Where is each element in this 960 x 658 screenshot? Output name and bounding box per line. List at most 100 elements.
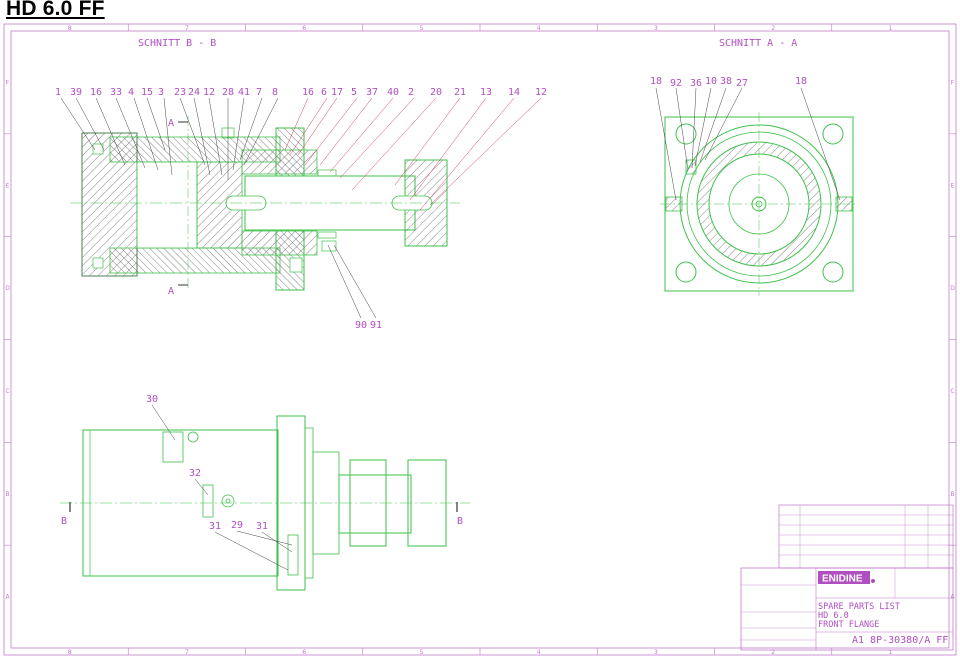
frame-col-label-top: 8 bbox=[68, 25, 72, 32]
callout-label: 32 bbox=[189, 468, 201, 479]
frame-col-label-bottom: 8 bbox=[68, 649, 72, 656]
callout-leader bbox=[333, 244, 377, 319]
callout-leader bbox=[429, 97, 542, 206]
section-a-leaders bbox=[655, 87, 841, 201]
frame-row-label-left: A bbox=[5, 594, 10, 601]
callout-label: 15 bbox=[141, 87, 153, 98]
callout-label: 18 bbox=[650, 76, 662, 87]
callout-leader bbox=[327, 244, 362, 319]
callout-leader bbox=[304, 97, 358, 166]
callout-label: 23 bbox=[174, 87, 186, 98]
callout-leader bbox=[800, 87, 841, 201]
callout-leader bbox=[146, 97, 166, 151]
callout-leader bbox=[75, 97, 105, 151]
callout-label: 33 bbox=[110, 87, 122, 98]
frame-col-label-top: 3 bbox=[654, 25, 658, 32]
side-view: B B 30 32 31 29 31 bbox=[60, 394, 470, 591]
cut-label-b-left: B bbox=[61, 516, 67, 527]
callout-label: 2 bbox=[408, 87, 414, 98]
callout-leader bbox=[289, 97, 328, 156]
callout-label: 92 bbox=[670, 78, 682, 89]
callout-label: 37 bbox=[366, 87, 378, 98]
frame-row-label-left: D bbox=[5, 285, 10, 292]
frame-col-label-bottom: 1 bbox=[888, 649, 892, 656]
callout-leader bbox=[243, 97, 279, 166]
callout-label: 38 bbox=[720, 76, 732, 87]
side-view-leaders bbox=[151, 404, 293, 571]
section-b-view: SCHNITT B - B bbox=[55, 38, 547, 331]
callout-leader bbox=[232, 97, 245, 171]
callout-leader bbox=[691, 87, 697, 169]
callout-leader bbox=[297, 97, 338, 156]
callout-label: 29 bbox=[231, 520, 243, 531]
callout-label: 31 bbox=[209, 521, 221, 532]
cut-label-top: A bbox=[168, 118, 174, 129]
callout-label: 24 bbox=[188, 87, 200, 98]
callout-label: 30 bbox=[146, 394, 158, 405]
frame-col-label-top: 6 bbox=[302, 25, 306, 32]
callout-label: 18 bbox=[795, 76, 807, 87]
callout-leader bbox=[319, 97, 373, 166]
section-b-heading: SCHNITT B - B bbox=[138, 38, 216, 49]
side-view-callouts: 30 32 31 29 31 bbox=[146, 394, 268, 532]
callout-label: 1 bbox=[55, 87, 61, 98]
callout-label: 7 bbox=[256, 87, 262, 98]
callout-label: 36 bbox=[690, 78, 702, 89]
frame-col-label-top: 2 bbox=[771, 25, 775, 32]
callout-leader bbox=[133, 97, 159, 171]
callout-leader bbox=[151, 404, 176, 441]
callout-label: 13 bbox=[480, 87, 492, 98]
callout-leader bbox=[239, 97, 263, 161]
frame-row-label-right: B bbox=[950, 491, 954, 498]
frame-row-label-right: C bbox=[950, 388, 954, 395]
callout-leader bbox=[675, 87, 689, 171]
frame-col-label-top: 1 bbox=[888, 25, 892, 32]
callout-label: 10 bbox=[705, 76, 717, 87]
callout-label: 31 bbox=[256, 521, 268, 532]
callout-leader bbox=[95, 97, 126, 166]
cylinder-body bbox=[70, 127, 460, 291]
callout-leader bbox=[409, 97, 487, 201]
frame-col-label-top: 7 bbox=[185, 25, 189, 32]
callout-label: 4 bbox=[128, 87, 134, 98]
callout-label: 40 bbox=[387, 87, 399, 98]
callout-leader bbox=[699, 87, 727, 163]
callout-leader bbox=[208, 97, 223, 176]
callout-label: 28 bbox=[222, 87, 234, 98]
title-block: ENIDINE SPARE PARTS LIST HD 6.0 FRONT FL… bbox=[740, 504, 954, 651]
callout-label: 12 bbox=[535, 87, 547, 98]
frame-col-label-bottom: 5 bbox=[419, 649, 423, 656]
callout-label: 27 bbox=[736, 78, 748, 89]
frame-row-label-left: F bbox=[6, 79, 10, 86]
callout-label: 12 bbox=[203, 87, 215, 98]
section-a-cut-line: A A bbox=[168, 116, 189, 297]
callout-label: 16 bbox=[90, 87, 102, 98]
doc-line-3: FRONT FLANGE bbox=[818, 620, 879, 630]
callout-leader bbox=[214, 531, 289, 571]
callout-label: 16 bbox=[302, 87, 314, 98]
callout-label: 8 bbox=[272, 87, 278, 98]
callout-label: 6 bbox=[321, 87, 327, 98]
callout-leader bbox=[351, 97, 437, 191]
callout-label: 20 bbox=[430, 87, 442, 98]
callout-label: 90 bbox=[355, 320, 367, 331]
callout-label: 41 bbox=[238, 87, 250, 98]
callout-leader bbox=[394, 97, 461, 186]
section-a-heading: SCHNITT A - A bbox=[719, 38, 797, 49]
callout-leader bbox=[194, 478, 209, 496]
callout-leader bbox=[655, 87, 677, 201]
cut-label-b-right: B bbox=[457, 516, 463, 527]
frame-row-label-right: F bbox=[951, 79, 955, 86]
frame-col-label-bottom: 6 bbox=[302, 649, 306, 656]
frame-col-label-bottom: 3 bbox=[654, 649, 658, 656]
frame-col-label-top: 4 bbox=[537, 25, 541, 32]
callout-leader bbox=[236, 530, 293, 546]
section-b-leaders bbox=[60, 97, 542, 211]
frame-row-label-left: C bbox=[5, 388, 9, 395]
callout-leader bbox=[179, 97, 206, 166]
cut-label-bottom: A bbox=[168, 286, 174, 297]
